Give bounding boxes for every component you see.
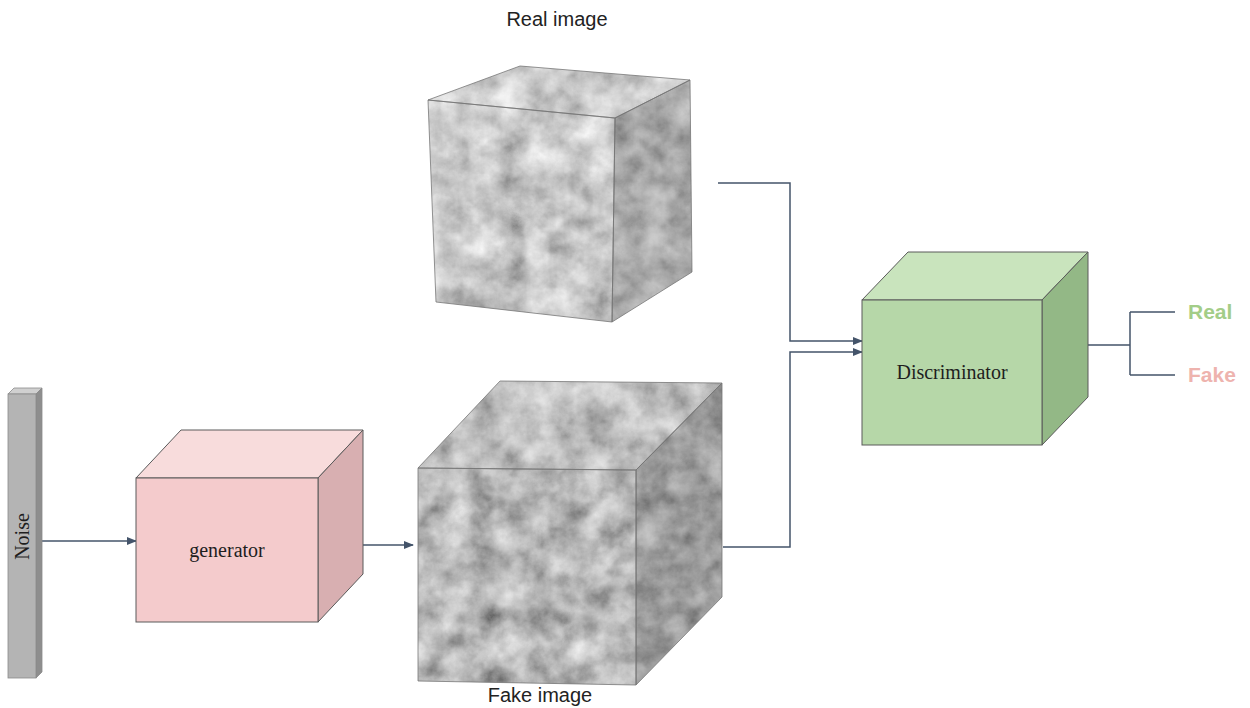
cube-side (636, 383, 722, 685)
discriminator-cube: Discriminator (862, 252, 1088, 445)
block-label: generator (189, 539, 265, 562)
cube-front (418, 468, 636, 685)
bar-front (8, 394, 36, 678)
cube-side (612, 80, 692, 322)
image-label: Fake image (488, 684, 593, 706)
cube-front (136, 478, 318, 622)
flow-arrow (42, 540, 136, 542)
cube-side (1042, 252, 1088, 445)
image-volume: Real image (413, 60, 718, 335)
texture (413, 378, 723, 686)
block-label: Discriminator (896, 361, 1007, 384)
flow-arrow (723, 352, 862, 547)
image-volume: Fake image (413, 378, 723, 686)
image-label: Real image (506, 8, 607, 30)
node-shape (136, 430, 363, 622)
flow-arrow (363, 544, 413, 546)
node-shape (413, 378, 723, 686)
cube-front (862, 300, 1042, 445)
generator-cube: generator (136, 430, 363, 622)
cube-face: generator (136, 478, 318, 622)
node-shape (862, 252, 1088, 445)
flow-arrow (718, 183, 862, 341)
output-label: Fake (1188, 363, 1236, 387)
node-shape (413, 60, 718, 335)
cube-front (428, 100, 615, 322)
noise-vector: Noise (8, 388, 42, 678)
cube-face: Discriminator (862, 300, 1042, 445)
bar-face: Noise (8, 394, 36, 678)
vector-label: Noise (11, 513, 34, 560)
texture (413, 60, 718, 335)
cube-side (318, 430, 363, 622)
output-label: Real (1188, 300, 1232, 324)
bar-side (36, 388, 42, 678)
